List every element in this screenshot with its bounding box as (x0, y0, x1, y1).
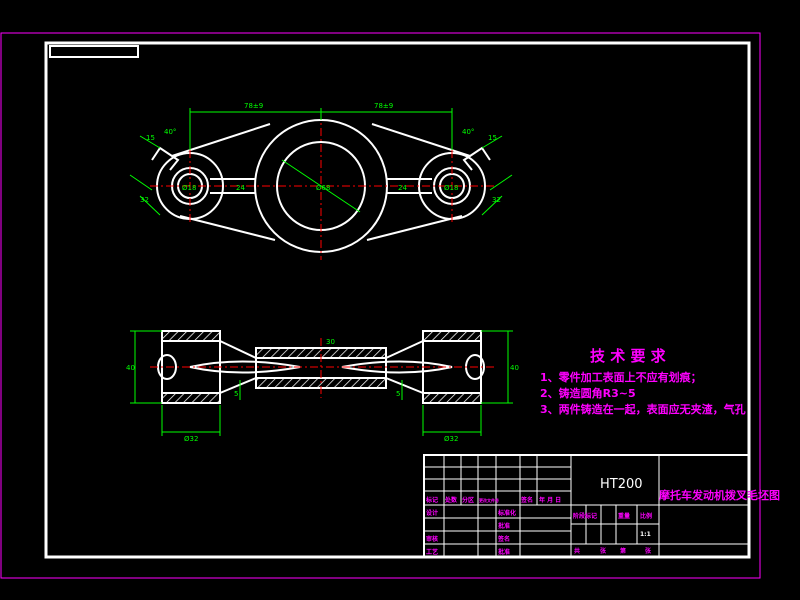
header-label-count: 处数 (444, 496, 458, 504)
left-fork-nub (151, 146, 180, 171)
right-rib-upper (385, 340, 424, 359)
dim-edge-left: 32 (140, 196, 149, 204)
top-view-dimension-lines (129, 108, 513, 216)
header-label-sign: 签名 (520, 496, 533, 504)
dim-height-right: 40 (510, 364, 519, 372)
footer-label-sheets-2: 张 (645, 547, 652, 555)
left-rib-upper (219, 340, 257, 359)
dim-arm-left: 24 (236, 184, 245, 192)
stage-label-mark: 阶段标记 (573, 512, 597, 520)
tech-item-3: 3、两件铸造在一起，表面应无夹渣，气孔 (540, 402, 746, 416)
row-label-process: 工艺 (426, 548, 438, 556)
tech-title: 技 术 要 求 (590, 347, 667, 365)
tech-requirements: 技 术 要 求 1、零件加工表面上不应有划痕； 2、铸造圆角R3~5 3、两件铸… (540, 347, 746, 416)
contour-upper-right (371, 123, 471, 157)
stage-label-weight: 重量 (618, 512, 630, 520)
tech-item-2: 2、铸造圆角R3~5 (540, 386, 636, 400)
mid-label-standard: 标准化 (497, 509, 516, 517)
dim-arm-right: 24 (398, 184, 407, 192)
row-label-review: 审核 (426, 535, 438, 543)
row-label-design: 设计 (426, 509, 438, 517)
title-block: HT200 摩托车发动机拨叉毛坯图 标记 处数 分区 更改文件号 签名 年 月 … (423, 454, 780, 558)
dim-edge-right: 32 (492, 196, 501, 204)
dim-boss-left: Ø18 (182, 184, 196, 192)
left-rib-lower (219, 377, 257, 394)
side-view-dimension-lines (130, 330, 513, 436)
frame-tab (49, 45, 139, 58)
left-boss-hatch-bottom (161, 392, 221, 404)
side-view-dimension-text: 40 40 30 5 5 Ø32 Ø32 (126, 338, 519, 443)
material-label: HT200 (600, 477, 643, 492)
footer-label-no: 第 (619, 547, 626, 555)
outer-border (0, 32, 761, 579)
scale-value: 1:1 (640, 531, 651, 538)
dim-hub-dia: Ø68 (316, 184, 330, 192)
header-label-change-no: 更改文件号 (479, 497, 499, 503)
top-view-centerlines (150, 112, 495, 260)
contour-lower-right (366, 215, 463, 241)
mid-label-approve-2: 批准 (498, 548, 510, 556)
stage-label-scale: 比例 (640, 512, 652, 520)
right-rib-lower (385, 377, 424, 394)
dim-center-h: 30 (326, 338, 335, 346)
dim-span-right: 78±9 (374, 102, 393, 110)
header-label-date: 年 月 日 (539, 496, 561, 504)
footer-label-sheets-1: 张 (600, 547, 607, 555)
dim-dia-right: Ø32 (444, 435, 458, 443)
dim-web-right: 5 (396, 390, 400, 398)
right-boss-hatch-bottom (422, 392, 482, 404)
top-view-dimension-text: 78±9 78±9 40° 40° 15 15 Ø68 Ø18 Ø18 24 2… (140, 102, 501, 204)
drawing-name: 摩托车发动机拨叉毛坯图 (659, 488, 780, 502)
tech-item-1: 1、零件加工表面上不应有划痕； (540, 370, 702, 384)
mid-label-sign: 签名 (497, 535, 510, 543)
dim-angle-right: 40° (462, 128, 474, 136)
header-label-zone: 分区 (462, 496, 474, 504)
dim-boss-right: Ø18 (444, 184, 458, 192)
left-boss-hatch-top (161, 330, 221, 342)
dim-web-left: 5 (234, 390, 238, 398)
side-view-centerlines (150, 338, 495, 398)
contour-lower-left (179, 215, 276, 241)
header-label-mark: 标记 (425, 496, 438, 504)
dim-angle-left: 40° (164, 128, 176, 136)
right-boss-hatch-top (422, 330, 482, 342)
dim-len-left: 15 (146, 134, 155, 142)
right-fork-nub (462, 146, 491, 171)
mid-label-approve-1: 批准 (498, 522, 510, 530)
dim-height-left: 40 (126, 364, 135, 372)
footer-label-total: 共 (574, 547, 580, 555)
drawing-frame (44, 41, 751, 559)
contour-upper-left (171, 123, 271, 157)
dim-dia-left: Ø32 (184, 435, 198, 443)
dim-span-left: 78±9 (244, 102, 263, 110)
dim-len-right: 15 (488, 134, 497, 142)
